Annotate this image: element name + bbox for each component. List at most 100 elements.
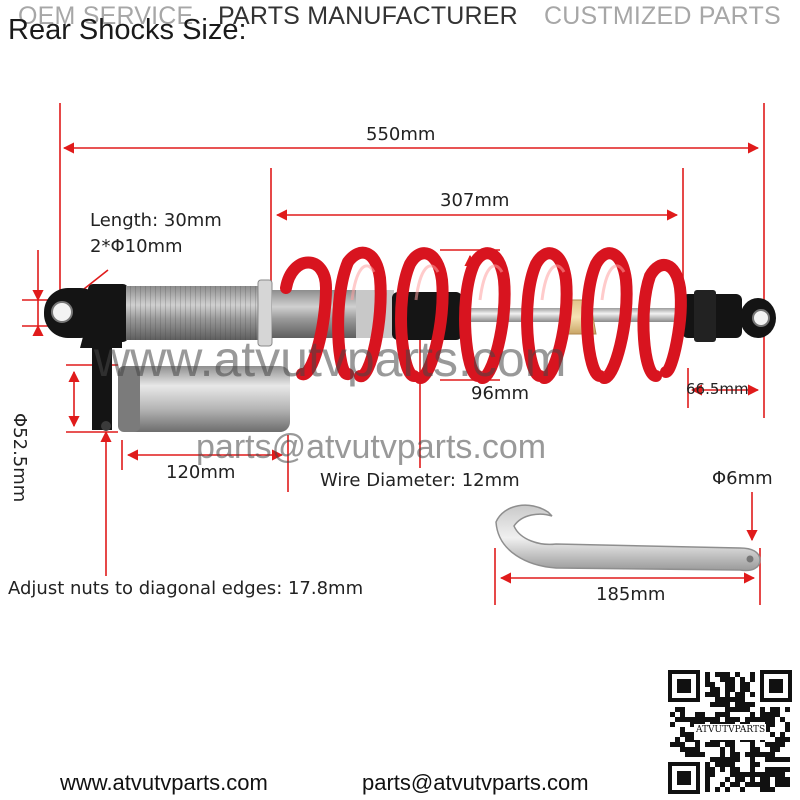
qr-module xyxy=(765,767,770,772)
qr-module xyxy=(725,707,730,712)
qr-module xyxy=(765,757,770,762)
qr-module xyxy=(750,772,755,777)
spanner-wrench xyxy=(495,504,761,572)
qr-module xyxy=(730,717,735,722)
qr-module xyxy=(780,772,785,777)
qr-module xyxy=(730,772,735,777)
qr-module xyxy=(725,762,730,767)
qr-module xyxy=(780,767,785,772)
qr-module xyxy=(780,742,785,747)
qr-module xyxy=(780,737,785,742)
qr-module xyxy=(770,717,775,722)
qr-module xyxy=(680,742,685,747)
qr-module xyxy=(725,712,730,717)
qr-module xyxy=(750,712,755,717)
qr-module xyxy=(700,717,705,722)
qr-module xyxy=(775,767,780,772)
qr-module xyxy=(735,697,740,702)
qr-module xyxy=(690,717,695,722)
qr-module xyxy=(765,752,770,757)
qr-module xyxy=(710,682,715,687)
qr-module xyxy=(735,672,740,677)
qr-module xyxy=(705,742,710,747)
qr-module xyxy=(750,677,755,682)
qr-module xyxy=(750,762,755,767)
qr-module xyxy=(740,702,745,707)
qr-module xyxy=(740,687,745,692)
qr-module xyxy=(720,762,725,767)
qr-module xyxy=(725,677,730,682)
qr-module xyxy=(785,777,790,782)
qr-module xyxy=(720,702,725,707)
qr-module xyxy=(740,707,745,712)
qr-module xyxy=(770,722,775,727)
qr-module xyxy=(685,717,690,722)
qr-module xyxy=(720,677,725,682)
qr-module xyxy=(755,717,760,722)
qr-module xyxy=(720,672,725,677)
qr-module xyxy=(705,767,710,772)
qr-module xyxy=(715,672,720,677)
qr-module xyxy=(765,742,770,747)
qr-code xyxy=(668,670,792,794)
qr-module xyxy=(730,742,735,747)
qr-module xyxy=(775,782,780,787)
label-adjust-nuts: Adjust nuts to diagonal edges: 17.8mm xyxy=(8,578,364,599)
qr-module xyxy=(720,782,725,787)
qr-module xyxy=(670,742,675,747)
qr-module xyxy=(715,702,720,707)
label-eyelet-bore: 2*Φ10mm xyxy=(90,236,183,257)
qr-module xyxy=(700,752,705,757)
qr-module xyxy=(680,707,685,712)
qr-module xyxy=(770,707,775,712)
qr-module xyxy=(670,712,675,717)
qr-module xyxy=(715,712,720,717)
qr-module xyxy=(770,747,775,752)
reservoir-canister xyxy=(118,366,290,432)
qr-module xyxy=(710,687,715,692)
qr-module xyxy=(720,767,725,772)
footer-website: www.atvutvparts.com xyxy=(60,770,268,795)
qr-module xyxy=(760,752,765,757)
qr-module xyxy=(695,742,700,747)
qr-module xyxy=(760,717,765,722)
qr-module xyxy=(680,732,685,737)
qr-module xyxy=(715,717,720,722)
qr-module xyxy=(680,727,685,732)
qr-module xyxy=(780,717,785,722)
qr-module xyxy=(760,772,765,777)
qr-module xyxy=(735,752,740,757)
qr-module xyxy=(785,737,790,742)
qr-module xyxy=(730,682,735,687)
qr-module xyxy=(750,747,755,752)
qr-module xyxy=(725,702,730,707)
qr-module xyxy=(750,717,755,722)
qr-module xyxy=(705,672,710,677)
qr-module xyxy=(690,752,695,757)
qr-module xyxy=(715,687,720,692)
qr-module xyxy=(720,697,725,702)
qr-module xyxy=(770,712,775,717)
qr-module xyxy=(780,782,785,787)
qr-module xyxy=(765,717,770,722)
qr-module xyxy=(725,697,730,702)
dimension-lines xyxy=(22,103,765,605)
qr-module xyxy=(760,707,765,712)
qr-module xyxy=(705,762,710,767)
qr-module xyxy=(740,692,745,697)
qr-module xyxy=(720,752,725,757)
qr-module xyxy=(765,722,770,727)
label-eyelet-length: Length: 30mm xyxy=(90,210,222,231)
qr-module xyxy=(690,732,695,737)
qr-module xyxy=(700,712,705,717)
qr-module xyxy=(725,787,730,792)
adjust-nut xyxy=(101,421,111,431)
qr-module xyxy=(715,692,720,697)
qr-module xyxy=(740,677,745,682)
qr-module xyxy=(755,762,760,767)
qr-module xyxy=(705,787,710,792)
watermark-email: parts@atvutvparts.com xyxy=(196,428,547,466)
label-wire-diameter: Wire Diameter: 12mm xyxy=(320,470,520,491)
qr-module xyxy=(725,692,730,697)
